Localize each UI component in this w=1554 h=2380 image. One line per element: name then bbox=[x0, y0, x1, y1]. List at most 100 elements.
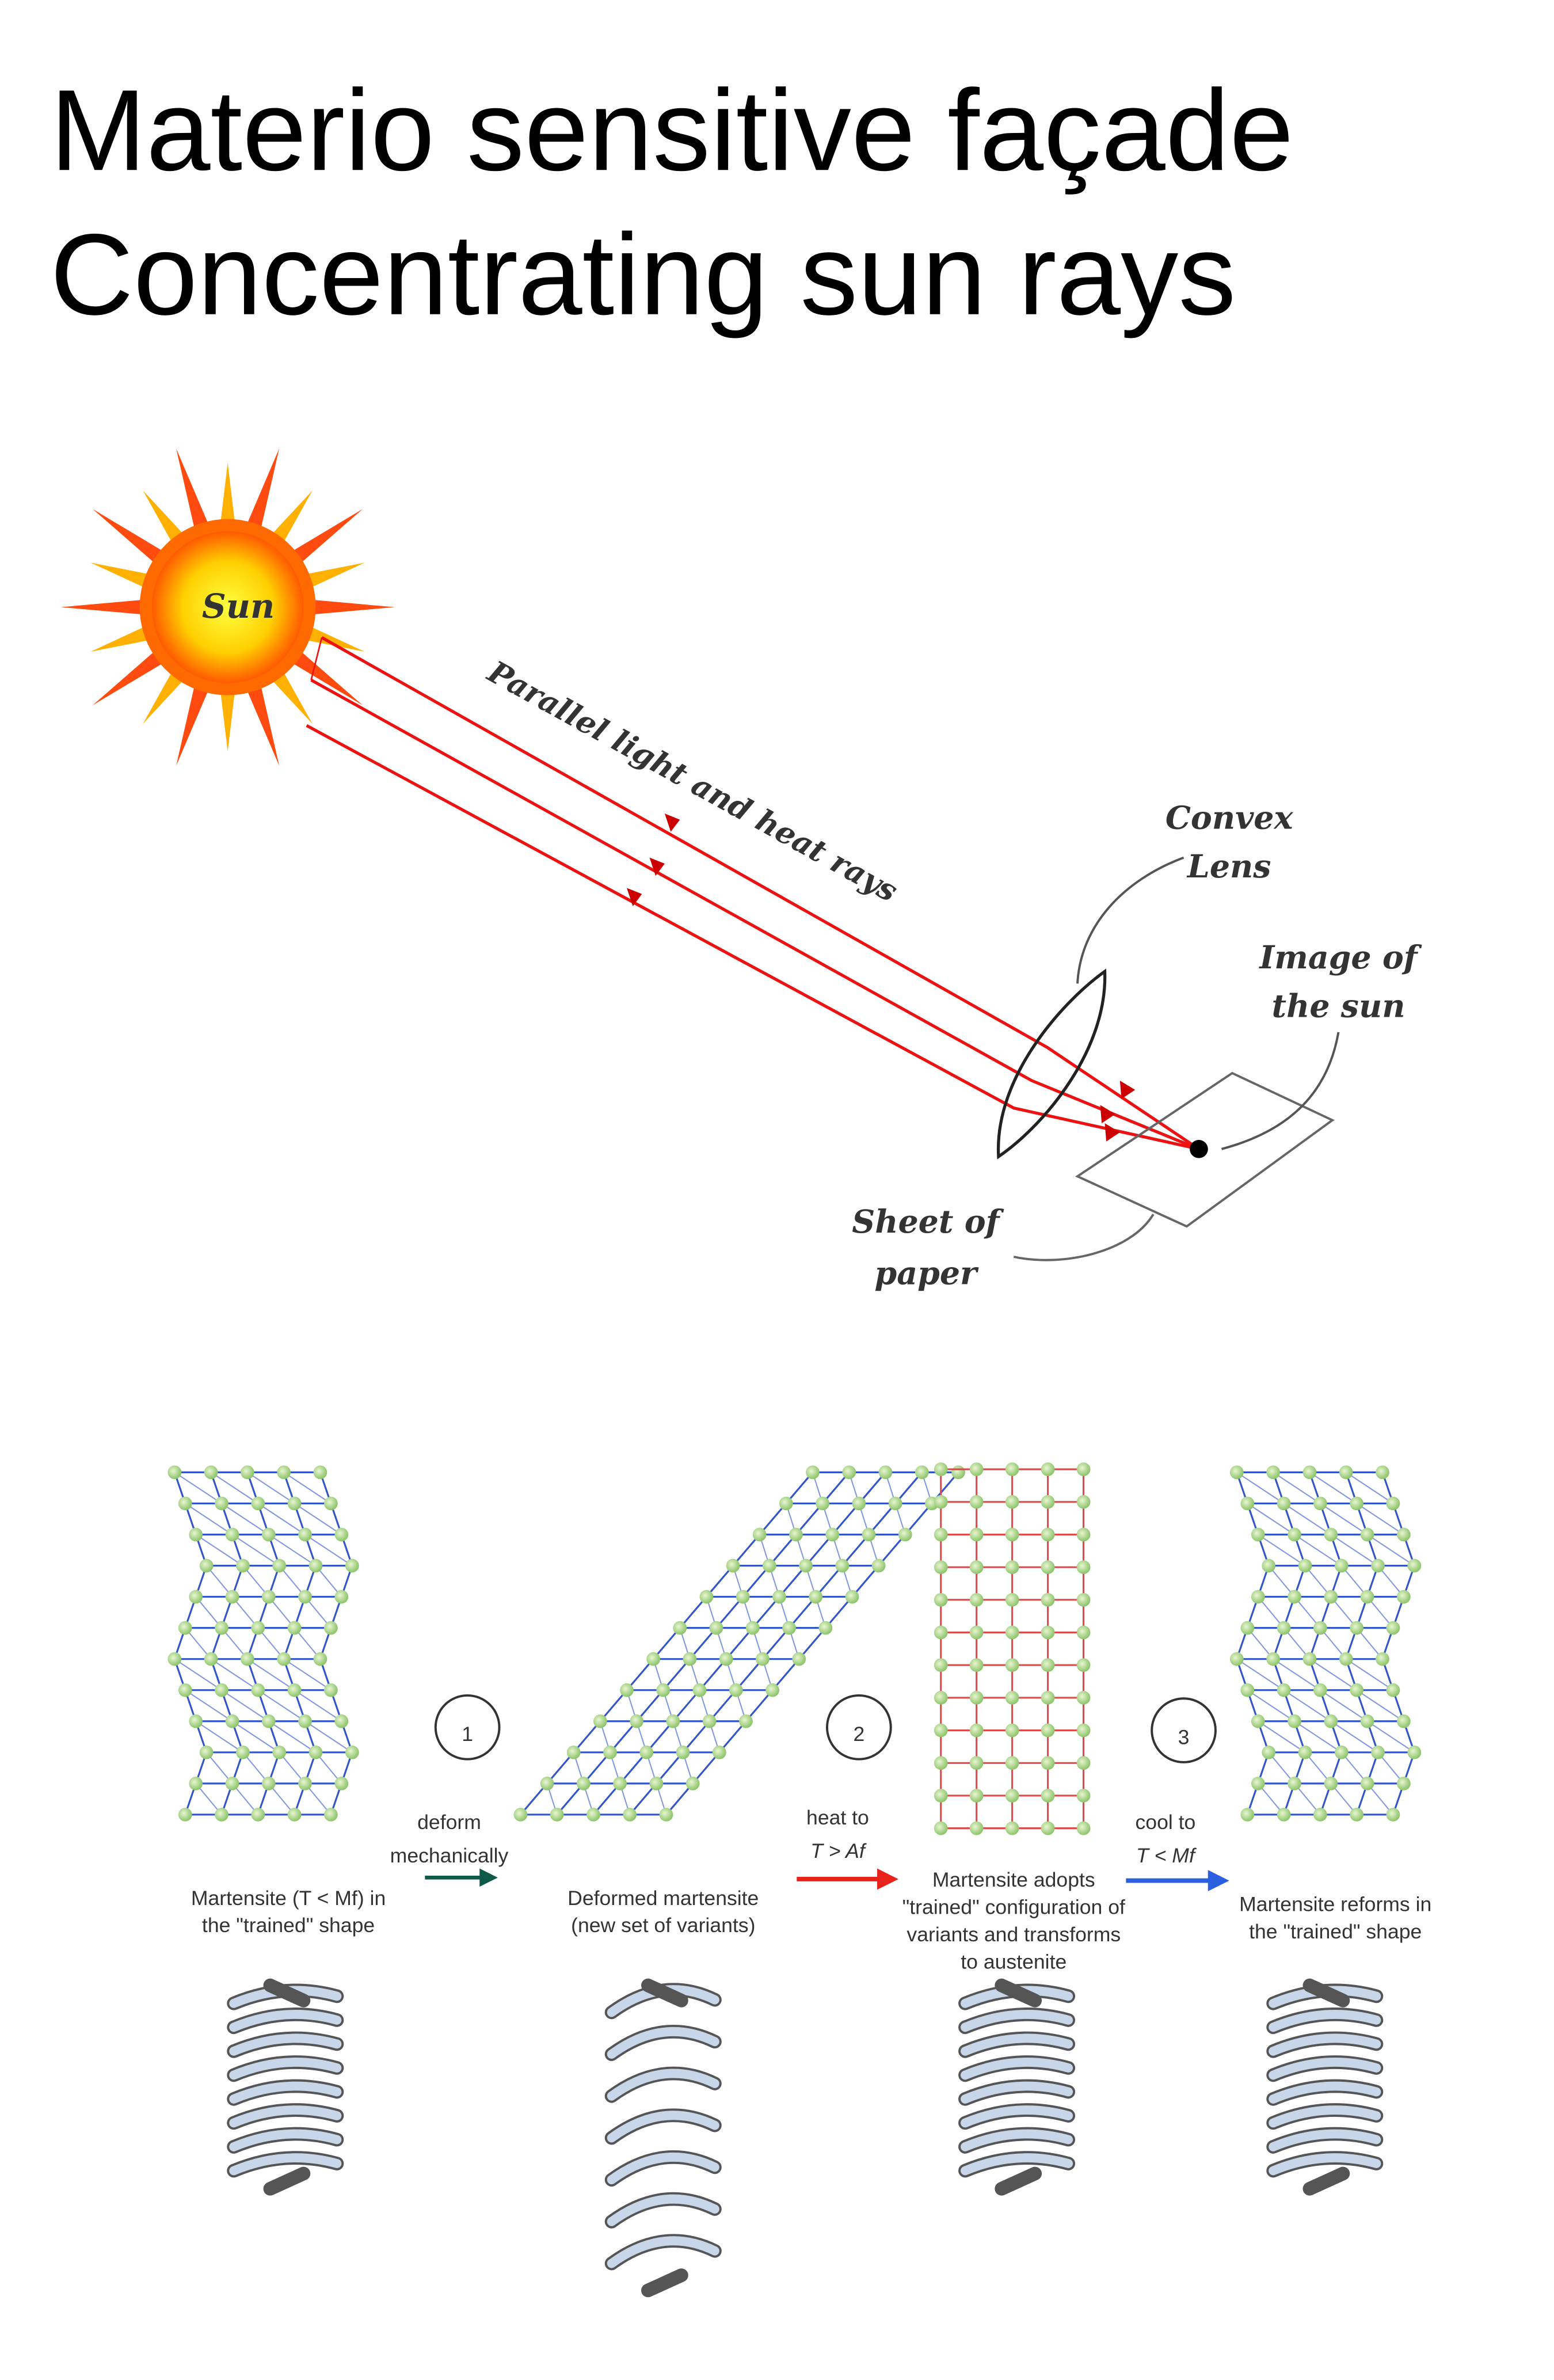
atom bbox=[1251, 1590, 1265, 1604]
atom bbox=[251, 1683, 265, 1697]
atom bbox=[334, 1590, 349, 1604]
atom bbox=[1076, 1625, 1091, 1640]
atom bbox=[1076, 1691, 1091, 1705]
atom bbox=[934, 1821, 948, 1835]
atom bbox=[1076, 1723, 1091, 1738]
atom bbox=[1005, 1560, 1019, 1575]
sun-ray bbox=[176, 448, 211, 535]
atom bbox=[1076, 1658, 1091, 1672]
atom bbox=[215, 1808, 228, 1822]
atom bbox=[818, 1621, 833, 1635]
atom bbox=[308, 1745, 323, 1759]
atom bbox=[969, 1462, 984, 1476]
sun-ray bbox=[267, 666, 313, 724]
sun-ray bbox=[219, 463, 236, 529]
paper-sheet bbox=[1075, 1071, 1335, 1228]
convex-lens bbox=[997, 968, 1107, 1159]
atom bbox=[1376, 1652, 1389, 1666]
atom bbox=[1360, 1776, 1374, 1790]
atom bbox=[692, 1683, 707, 1697]
atom bbox=[251, 1808, 265, 1822]
atom bbox=[1350, 1621, 1363, 1635]
svg-text:3: 3 bbox=[1178, 1725, 1190, 1748]
atom bbox=[1229, 1652, 1244, 1666]
atom bbox=[1005, 1592, 1019, 1607]
atom bbox=[308, 1558, 323, 1573]
atom bbox=[1041, 1527, 1055, 1542]
sun-ray bbox=[60, 599, 150, 615]
paper-pointer bbox=[1013, 1214, 1155, 1261]
atom bbox=[620, 1683, 634, 1697]
atom bbox=[1407, 1745, 1422, 1759]
atom bbox=[1005, 1723, 1019, 1738]
atom bbox=[1397, 1714, 1411, 1728]
atom bbox=[1288, 1714, 1301, 1728]
atom bbox=[666, 1714, 680, 1728]
atom bbox=[324, 1683, 338, 1697]
atom bbox=[1076, 1462, 1091, 1476]
atom bbox=[1005, 1462, 1019, 1476]
caption-4: Martensite reforms in the "trained" shap… bbox=[1239, 1892, 1431, 1942]
atom bbox=[934, 1789, 948, 1803]
ray-1 bbox=[321, 636, 1200, 1151]
atom bbox=[189, 1776, 203, 1790]
atom bbox=[272, 1745, 287, 1759]
atom bbox=[1005, 1495, 1019, 1509]
atom bbox=[1386, 1683, 1400, 1697]
atom bbox=[236, 1745, 250, 1759]
atom bbox=[513, 1808, 528, 1822]
atom bbox=[251, 1621, 265, 1635]
atom bbox=[167, 1465, 182, 1480]
atom bbox=[1360, 1527, 1374, 1542]
ray-3 bbox=[306, 724, 1199, 1151]
lens-label-2: Lens bbox=[1186, 848, 1271, 885]
arrow-heat: heat to T > Af bbox=[797, 1806, 898, 1890]
atom bbox=[334, 1714, 349, 1728]
atom bbox=[178, 1621, 192, 1635]
atom bbox=[729, 1683, 743, 1697]
atom bbox=[649, 1776, 664, 1790]
atom bbox=[1041, 1495, 1055, 1509]
atom bbox=[969, 1560, 984, 1575]
atom bbox=[1339, 1465, 1353, 1480]
svg-text:Martensite adopts: Martensite adopts bbox=[932, 1868, 1095, 1891]
atom bbox=[1041, 1658, 1055, 1672]
atom bbox=[298, 1714, 312, 1728]
atom bbox=[345, 1745, 359, 1759]
atom bbox=[313, 1465, 327, 1480]
ray-2 bbox=[310, 678, 1199, 1151]
atom bbox=[1041, 1691, 1055, 1705]
atom bbox=[969, 1592, 984, 1607]
svg-text:the "trained" shape: the "trained" shape bbox=[1249, 1920, 1422, 1943]
atom bbox=[204, 1465, 218, 1480]
atom bbox=[225, 1714, 239, 1728]
atom bbox=[969, 1723, 984, 1738]
atom bbox=[225, 1527, 239, 1542]
atom bbox=[204, 1652, 218, 1666]
atom bbox=[934, 1723, 948, 1738]
atom bbox=[806, 1465, 820, 1480]
atom bbox=[1005, 1821, 1019, 1835]
atom bbox=[726, 1558, 740, 1573]
atom bbox=[825, 1527, 840, 1542]
atom bbox=[261, 1776, 276, 1790]
atom bbox=[1376, 1465, 1389, 1480]
caption-1: Martensite (T < Mf) in the "trained" sha… bbox=[191, 1887, 386, 1937]
atom bbox=[1324, 1714, 1338, 1728]
atom bbox=[969, 1625, 984, 1640]
atom bbox=[1313, 1621, 1327, 1635]
atom bbox=[845, 1590, 859, 1604]
atom bbox=[809, 1590, 823, 1604]
spring-trained bbox=[227, 1978, 344, 2196]
atom bbox=[1076, 1821, 1091, 1835]
atom bbox=[593, 1714, 607, 1728]
atom bbox=[934, 1462, 948, 1476]
svg-text:Deformed martensite: Deformed martensite bbox=[567, 1887, 759, 1910]
atom bbox=[656, 1683, 671, 1697]
atom bbox=[1266, 1465, 1280, 1480]
atom bbox=[1386, 1621, 1400, 1635]
atom bbox=[915, 1465, 929, 1480]
atom bbox=[178, 1683, 192, 1697]
atom bbox=[898, 1527, 912, 1542]
